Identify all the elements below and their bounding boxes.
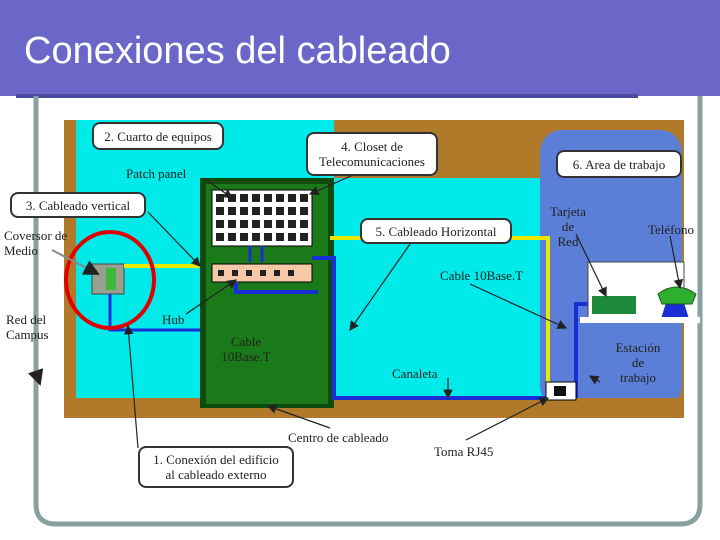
cable-line-1: Cable: [230, 334, 262, 349]
label-tarjeta-red: Tarjeta de Red: [548, 204, 588, 249]
red-line-2: Campus: [6, 327, 49, 342]
coversor-line-1: Coversor de: [4, 228, 68, 243]
arrow-estacion: [588, 375, 601, 385]
floor-slab: [64, 398, 684, 418]
tarjeta-line-1: Tarjeta: [550, 204, 586, 219]
conexion-line-2: al cableado externo: [165, 467, 267, 482]
conexion-line-1: 1. Conexión del edificio: [153, 452, 279, 467]
label-red-campus: Red del Campus: [6, 312, 49, 342]
cable-line-2: 10Base.T: [221, 349, 271, 364]
arrow-centro-cableado: [266, 404, 331, 429]
label-telefono: Teléfono: [648, 222, 695, 237]
label-hub: Hub: [162, 312, 185, 327]
arrow-patch-panel: [203, 177, 233, 199]
tarjeta-line-2: de: [561, 219, 575, 234]
label-toma-rj45: Toma RJ45: [434, 444, 494, 459]
title-bar: Conexiones del cableado: [0, 0, 720, 96]
arrow-cableado-horizontal: [349, 243, 411, 331]
arrow-toma-rj45: [465, 397, 550, 441]
highlight-circle: [64, 230, 156, 330]
label-centro-cableado: Centro de cableado: [288, 430, 389, 445]
title-rule: [16, 94, 638, 98]
blue-cable-closet: [248, 246, 264, 262]
arrow-conexion: [123, 324, 139, 449]
closet-line-2: Telecomunicaciones: [319, 154, 425, 169]
interior-floor: [334, 178, 548, 398]
label-cableado-vertical: 3. Cableado vertical: [10, 192, 146, 218]
telephone: [657, 286, 697, 305]
arrow-cable-10baset-right: [469, 283, 568, 329]
label-canaleta: Canaleta: [392, 366, 438, 381]
network-card: [592, 296, 636, 314]
red-line-1: Red del: [6, 312, 47, 327]
label-cable-10baset-right: Cable 10Base.T: [440, 268, 524, 283]
estacion-line-1: Estación: [615, 340, 661, 355]
building-frame: [33, 96, 703, 527]
arrow-tarjeta: [575, 233, 607, 298]
closet-line-1: 4. Closet de: [341, 139, 403, 154]
label-patch-panel: Patch panel: [126, 166, 187, 181]
coversor-line-2: Medio: [4, 243, 38, 258]
arrow-hub: [185, 279, 237, 315]
estacion-line-3: trabajo: [619, 370, 657, 385]
arrow-cableado-vertical: [147, 211, 201, 267]
arrow-telefono: [669, 235, 684, 290]
estacion-line-2: de: [631, 355, 645, 370]
label-cable-10baset-center: Cable 10Base.T: [214, 334, 278, 364]
label-cuarto-equipos: 2. Cuarto de equipos: [92, 122, 224, 150]
media-converter-port: [106, 268, 116, 290]
label-closet-telecom: 4. Closet de Telecomunicaciones: [306, 132, 438, 176]
page-title: Conexiones del cableado: [24, 30, 451, 72]
label-coversor: Coversor de Medio: [4, 228, 67, 258]
tarjeta-line-3: Red: [557, 234, 579, 249]
arrow-coversor: [51, 249, 100, 275]
hub-ports: [218, 270, 294, 276]
arrow-red-campus: [27, 368, 44, 386]
label-estacion-trabajo: Estación de trabajo: [610, 340, 666, 385]
patch-panel: [211, 189, 313, 247]
rj45-port: [554, 386, 566, 396]
label-conexion-edificio: 1. Conexión del edificio al cableado ext…: [138, 446, 294, 488]
label-cableado-horizontal: 5. Cableado Horizontal: [360, 218, 512, 244]
label-area-trabajo: 6. Area de trabajo: [556, 150, 682, 178]
